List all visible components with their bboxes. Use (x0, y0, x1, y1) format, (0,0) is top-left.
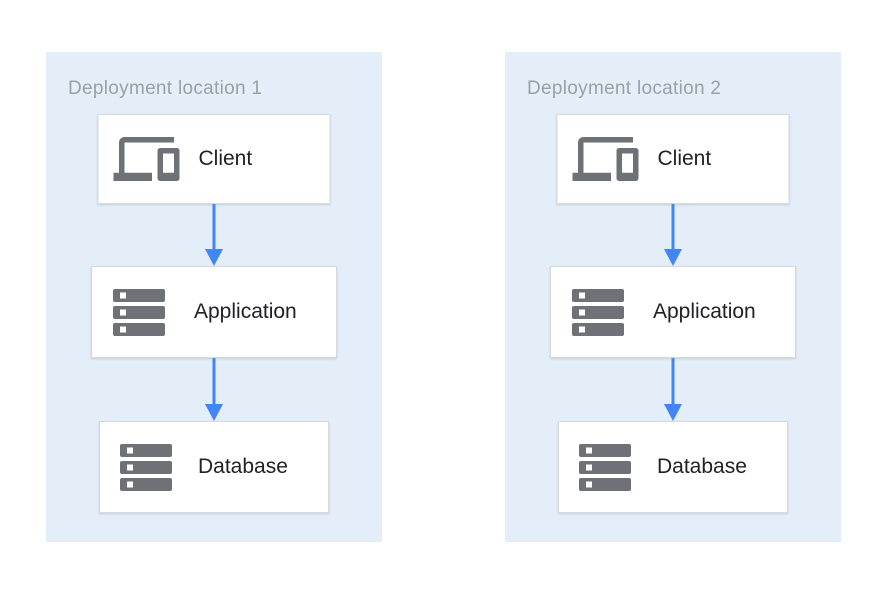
server-stack-icon (579, 443, 631, 491)
server-stack-icon (120, 443, 172, 491)
devices-icon (572, 126, 639, 192)
node-application: Application (91, 266, 337, 358)
panel-title: Deployment location 1 (68, 78, 263, 99)
node-label: Database (657, 455, 747, 478)
node-database: Database (558, 421, 788, 513)
server-stack-icon (572, 288, 624, 336)
arrow-application-to-database (664, 358, 682, 421)
arrow-application-to-database (205, 358, 223, 421)
node-label: Application (194, 300, 297, 323)
server-stack-icon (113, 288, 165, 336)
node-label: Client (198, 147, 253, 170)
devices-icon (113, 126, 180, 192)
node-database: Database (99, 421, 329, 513)
arrow-client-to-application (205, 204, 223, 266)
deployment-panel-2: Deployment location 2 Client Application (505, 52, 841, 542)
node-label: Database (198, 455, 288, 478)
node-label: Application (653, 300, 756, 323)
node-client: Client (556, 114, 790, 204)
node-client: Client (97, 114, 331, 204)
deployment-panel-1: Deployment location 1 Client Application (46, 52, 382, 542)
panel-title: Deployment location 2 (527, 78, 722, 99)
arrow-client-to-application (664, 204, 682, 266)
node-application: Application (550, 266, 796, 358)
node-label: Client (657, 147, 712, 170)
